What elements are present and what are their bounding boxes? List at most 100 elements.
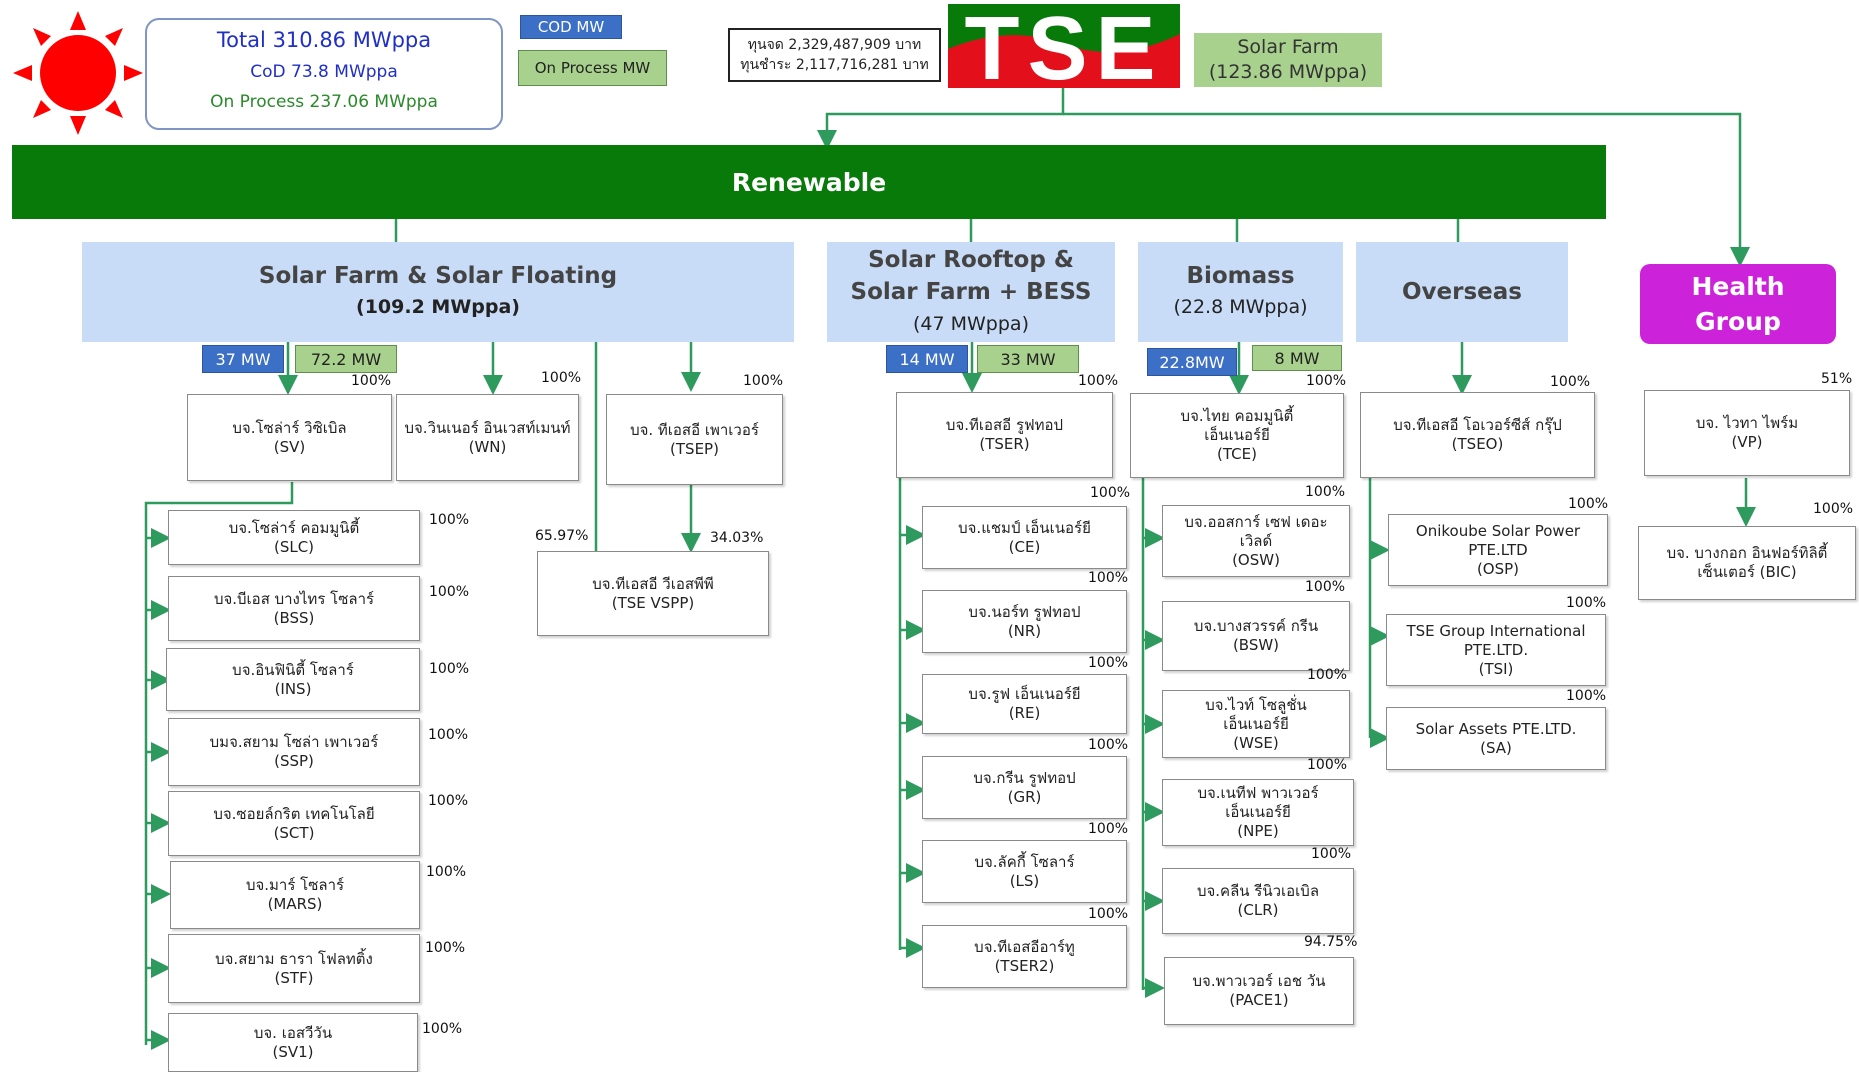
- company-ls: บจ.ลัคกี้ โซลาร์ (LS): [922, 840, 1127, 903]
- company-ins-name: บจ.อินฟินิตี้ โซลาร์: [232, 660, 354, 679]
- company-mars: บจ.มาร์ โซลาร์ (MARS): [170, 861, 420, 929]
- category-rooftop-title-2: Solar Farm + BESS: [850, 279, 1092, 305]
- company-sv-name: บจ.โซล่าร์ วิซิเบิล: [232, 418, 347, 437]
- company-tser: บจ.ทีเอสอี รูฟทอป (TSER): [896, 392, 1113, 478]
- company-clr-name: บจ.คลีน รีนิวเอเบิล: [1196, 882, 1320, 900]
- company-sa: Solar Assets PTE.LTD. (SA): [1386, 707, 1606, 770]
- health-group-label-1: Health: [1691, 272, 1785, 301]
- company-nr: บจ.นอร์ท รูฟทอป (NR): [922, 590, 1127, 653]
- pct-bic: 100%: [1813, 501, 1854, 517]
- company-vp-name: บจ. ไวทา ไพร์ม: [1695, 414, 1799, 432]
- company-tser2-code: (TSER2): [994, 956, 1055, 975]
- company-npe-name-1: บจ.เนทีฟ พาวเวอร์: [1197, 784, 1319, 802]
- category-overseas: Overseas: [1356, 242, 1568, 342]
- company-mars-name: บจ.มาร์ โซลาร์: [245, 876, 345, 894]
- company-vspp-code: (TSE VSPP): [611, 593, 695, 612]
- pct-vp: 51%: [1821, 371, 1853, 387]
- category-rooftop-sub: (47 MWppa): [913, 313, 1029, 335]
- company-clr-code: (CLR): [1237, 901, 1279, 919]
- company-wn: บจ.วินเนอร์ อินเวสท์เมนท์ (WN): [396, 394, 579, 481]
- company-re: บจ.รูฟ เอ็นเนอร์ยี (RE): [922, 674, 1127, 734]
- pct-ls: 100%: [1088, 821, 1129, 837]
- company-npe-name-2: เอ็นเนอร์ยี: [1225, 803, 1291, 821]
- company-bss-code: (BSS): [273, 608, 315, 627]
- renewable-label: Renewable: [731, 167, 887, 197]
- company-tsi-name-1: TSE Group International: [1406, 621, 1586, 640]
- company-re-name: บจ.รูฟ เอ็นเนอร์ยี: [968, 685, 1081, 703]
- company-wse-name-2: เอ็นเนอร์ยี: [1223, 714, 1289, 733]
- pct-wn: 100%: [541, 370, 582, 386]
- solar-farm-box: Solar Farm (123.86 MWppa): [1194, 33, 1382, 87]
- company-osp-code: (OSP): [1476, 559, 1520, 578]
- pct-pace1: 94.75%: [1304, 934, 1358, 950]
- company-ls-code: (LS): [1009, 871, 1040, 890]
- company-ls-name: บจ.ลัคกี้ โซลาร์: [974, 852, 1075, 871]
- company-stf-name: บจ.สยาม ธารา โฟลทติ้ง: [215, 949, 373, 968]
- company-sct-name: บจ.ซอยล์กริต เทคโนโลยี: [213, 804, 375, 823]
- solar-farm-label: Solar Farm: [1237, 36, 1339, 58]
- company-sa-code: (SA): [1480, 738, 1512, 757]
- company-gr-name: บจ.กรีน รูฟทอป: [973, 768, 1076, 787]
- tse-logo-text: TSE: [964, 0, 1164, 99]
- company-tser-name: บจ.ทีเอสอี รูฟทอป: [945, 416, 1064, 434]
- company-wn-name: บจ.วินเนอร์ อินเวสท์เมนท์: [404, 418, 571, 437]
- company-tse-vspp: บจ.ทีเอสอี วีเอสพีพี (TSE VSPP): [537, 551, 769, 636]
- company-sv-code: (SV): [273, 437, 306, 456]
- sf-cod-tag: 37 MW: [202, 345, 284, 373]
- company-tsep-name: บจ. ทีเอสอี เพาเวอร์: [630, 420, 759, 439]
- company-npe-code: (NPE): [1237, 822, 1279, 840]
- company-stf-code: (STF): [274, 968, 314, 987]
- legend-process: On Process MW: [518, 50, 667, 86]
- company-tsi: TSE Group International PTE.LTD. (TSI): [1386, 614, 1606, 686]
- company-npe: บจ.เนทีฟ พาวเวอร์ เอ็นเนอร์ยี (NPE): [1162, 779, 1354, 846]
- company-tseo: บจ.ทีเอสอี โอเวอร์ซีส์ กรุ๊ป (TSEO): [1360, 392, 1595, 478]
- bm-cod-tag: 22.8MW: [1147, 348, 1237, 376]
- company-ce: บจ.แชมป์ เอ็นเนอร์ยี (CE): [922, 506, 1127, 569]
- company-wse: บจ.ไวท์ โซลูชั่น เอ็นเนอร์ยี (WSE): [1162, 690, 1350, 758]
- company-tsep: บจ. ทีเอสอี เพาเวอร์ (TSEP): [606, 394, 783, 485]
- tse-logo-graphic: [948, 4, 1180, 88]
- company-vp-code: (VP): [1731, 433, 1763, 451]
- category-overseas-title: Overseas: [1402, 278, 1522, 305]
- pct-nr: 100%: [1088, 570, 1129, 586]
- process-mwppa: On Process 237.06 MWppa: [210, 92, 438, 112]
- company-clr: บจ.คลีน รีนิวเอเบิล (CLR): [1162, 868, 1354, 934]
- pct-tce: 100%: [1306, 373, 1347, 389]
- company-tser2: บจ.ทีเอสอีอาร์ทู (TSER2): [922, 925, 1127, 988]
- pct-slc: 100%: [429, 512, 470, 528]
- company-pace1: บจ.พาวเวอร์ เอช วัน (PACE1): [1164, 957, 1354, 1025]
- company-pace1-code: (PACE1): [1229, 991, 1289, 1009]
- pct-ssp: 100%: [428, 727, 469, 743]
- pct-stf: 100%: [425, 940, 466, 956]
- sun-icon: [13, 11, 143, 135]
- rt-cod-tag: 14 MW: [886, 345, 968, 373]
- company-tsi-name-2: PTE.LTD.: [1463, 640, 1529, 659]
- summary-box: Total 310.86 MWppa CoD 73.8 MWppa On Pro…: [145, 18, 503, 130]
- company-tser2-name: บจ.ทีเอสอีอาร์ทู: [974, 937, 1075, 956]
- pct-npe: 100%: [1307, 757, 1348, 773]
- category-solar-farm-title: Solar Farm & Solar Floating: [258, 263, 618, 289]
- category-biomass: Biomass (22.8 MWppa): [1138, 242, 1343, 342]
- company-nr-code: (NR): [1007, 621, 1042, 640]
- company-osp-name-2: PTE.LTD: [1468, 540, 1528, 559]
- pct-sv1: 100%: [422, 1021, 463, 1037]
- company-bsw-code: (BSW): [1232, 636, 1280, 654]
- pct-mars: 100%: [426, 864, 467, 880]
- company-ins-code: (INS): [274, 679, 312, 698]
- registered-capital: ทุนจด 2,329,487,909 บาท: [747, 37, 922, 53]
- company-osw-name-1: บจ.ออสการ์ เซฟ เดอะ: [1184, 512, 1328, 531]
- pct-tsi: 100%: [1566, 595, 1607, 611]
- company-osw-code: (OSW): [1232, 550, 1280, 569]
- company-bsw: บจ.บางสวรรค์ กรีน (BSW): [1162, 601, 1350, 671]
- company-osp-name-1: Onikoube Solar Power: [1415, 521, 1581, 540]
- pct-tseo: 100%: [1550, 374, 1591, 390]
- pct-wse: 100%: [1307, 667, 1348, 683]
- health-group-label-2: Group: [1695, 307, 1781, 336]
- company-osw: บจ.ออสการ์ เซฟ เดอะ เวิลด์ (OSW): [1162, 505, 1350, 577]
- legend-cod: COD MW: [520, 15, 622, 39]
- category-biomass-title: Biomass: [1186, 263, 1295, 289]
- company-slc-name: บจ.โซล่าร์ คอมมูนิตี้: [228, 518, 360, 537]
- company-bic: บจ. บางกอก อินฟอร์ทิลิตี้ เซ็นเตอร์ (BIC…: [1638, 526, 1856, 600]
- pct-sct: 100%: [428, 793, 469, 809]
